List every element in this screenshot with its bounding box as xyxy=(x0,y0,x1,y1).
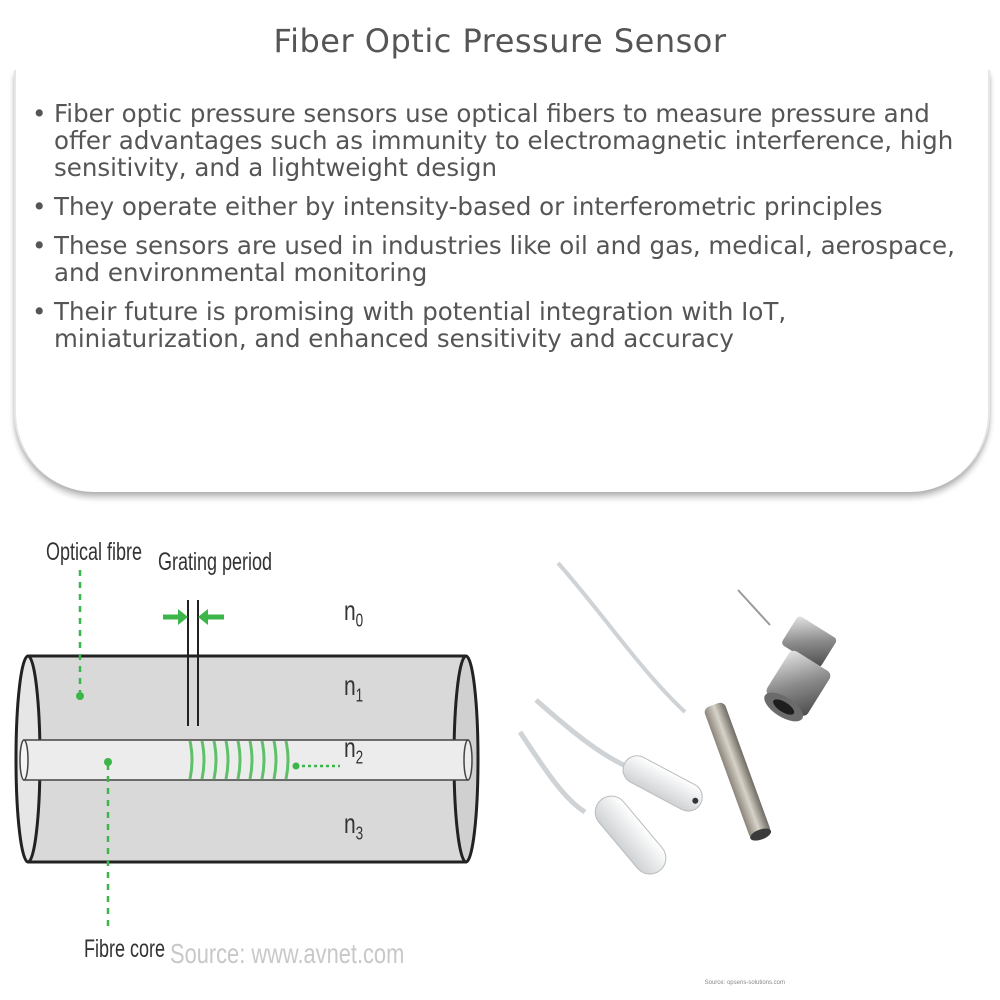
fiber-diagram xyxy=(14,561,837,932)
bragg-grating xyxy=(188,740,290,780)
page-title: Fiber Optic Pressure Sensor xyxy=(273,22,727,60)
leader-lines xyxy=(76,570,340,932)
fibre-core-label: Fibre core xyxy=(84,935,166,963)
refractive-index-label: n1 xyxy=(344,670,364,706)
fiber-core xyxy=(19,739,473,781)
sensor-photo xyxy=(517,561,837,875)
bullet-item: They operate either by intensity-based o… xyxy=(32,193,972,220)
bullet-item: Fiber optic pressure sensors use optical… xyxy=(32,100,972,181)
bullet-list: Fiber optic pressure sensors use optical… xyxy=(32,100,972,364)
photo-source: Source: opsens-solutions.com xyxy=(704,980,785,986)
optical-fibre-label: Optical fibre xyxy=(46,538,143,566)
grating-period-marker xyxy=(163,600,224,726)
refractive-index-label: n3 xyxy=(344,808,364,844)
diagram-source: Source: www.avnet.com xyxy=(170,938,405,969)
refractive-index-label: n0 xyxy=(344,595,364,631)
refractive-index-label: n2 xyxy=(344,732,364,768)
bullet-item: Their future is promising with potential… xyxy=(32,298,972,352)
bullet-item: These sensors are used in industries lik… xyxy=(32,232,972,286)
grating-period-label: Grating period xyxy=(158,548,273,576)
